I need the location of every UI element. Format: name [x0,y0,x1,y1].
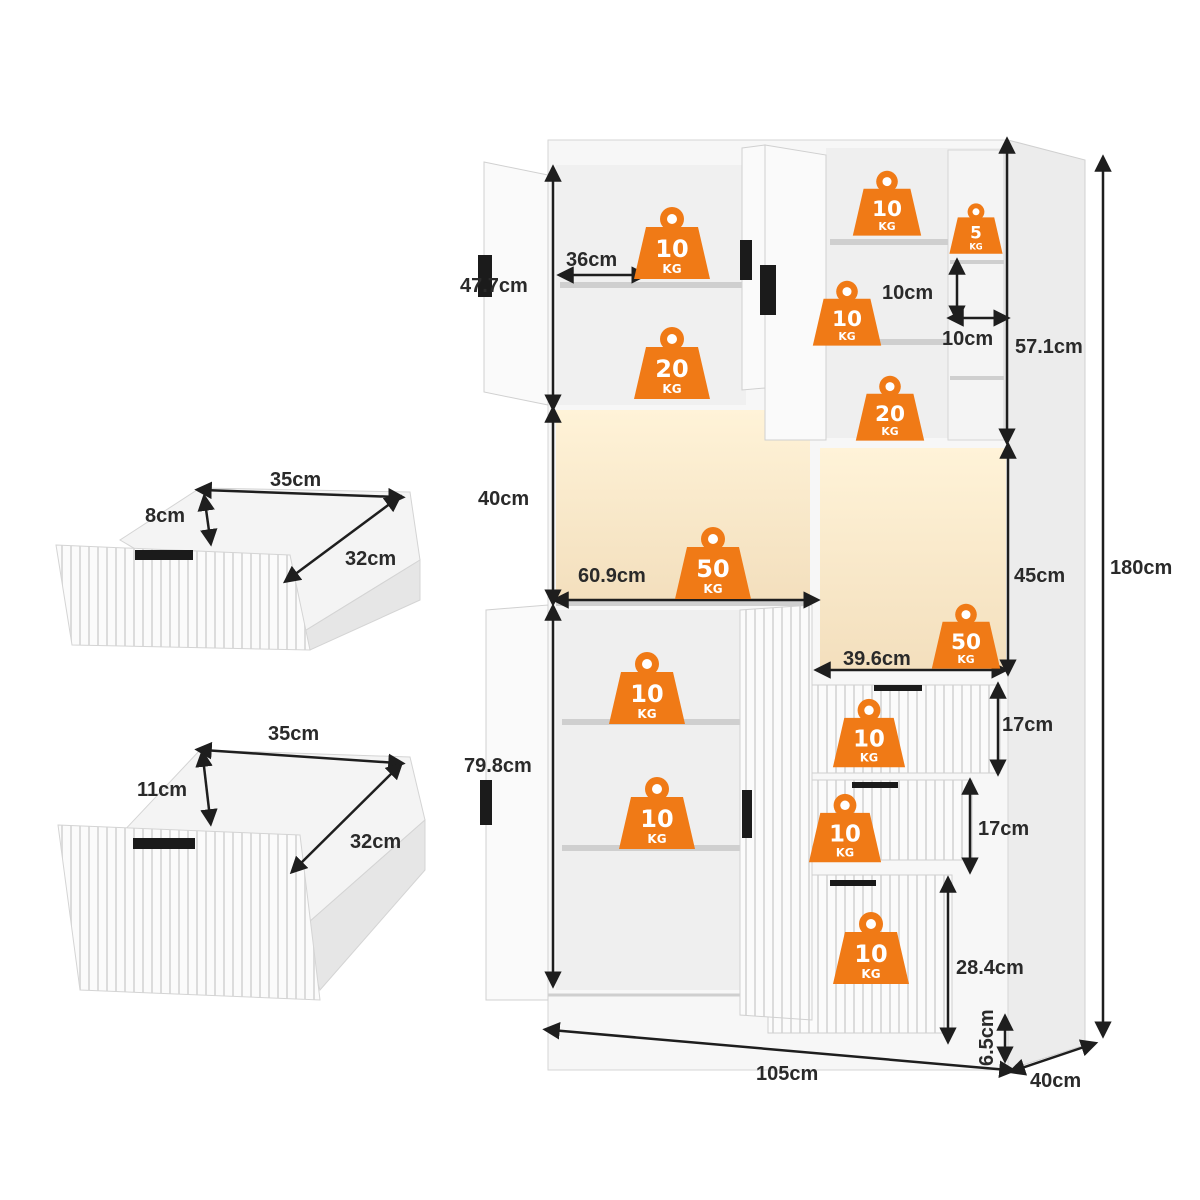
weight-value: 10 [854,940,887,968]
weight-unit: KG [881,425,898,438]
total-width-label: 105cm [756,1063,818,1085]
weight-value: 10 [853,726,885,752]
drawer-1-height-label: 17cm [1002,714,1053,736]
cabinet [478,139,1086,1071]
large-drawer-depth-label: 32cm [350,831,401,853]
total-depth-label: 40cm [1030,1070,1081,1092]
large-drawer-illustration [57,749,426,1001]
weight-value: 20 [875,402,905,427]
small-drawer-width-label: 35cm [270,469,321,491]
weight-value: 10 [829,821,861,847]
weight-value: 10 [630,680,663,708]
small-drawer-height-label: 8cm [145,505,185,527]
middle-right-width-label: 39.6cm [843,648,911,670]
drawer-3-height-label: 28.4cm [956,957,1024,979]
base-height-label: 6.5cm [976,1009,998,1066]
upper-right-height-label: 57.1cm [1015,336,1083,358]
middle-left-width-label: 60.9cm [578,565,646,587]
weight-value: 50 [951,630,981,655]
weight-value: 10 [832,307,862,332]
weight-value: 20 [655,355,688,383]
weight-unit: KG [662,262,681,276]
cubby-width-label: 10cm [942,328,993,350]
weight-unit: KG [969,242,982,252]
weight-unit: KG [662,382,681,396]
weight-unit: KG [957,653,974,666]
weight-unit: KG [861,967,880,981]
cubby-height-label: 10cm [882,282,933,304]
weight-unit: KG [878,220,895,233]
middle-left-height-label: 40cm [478,488,529,510]
weight-unit: KG [860,751,878,765]
weight-unit: KG [838,330,855,343]
weight-value: 50 [696,555,729,583]
large-drawer-width-label: 35cm [268,723,319,745]
weight-value: 10 [655,235,688,263]
lower-left-height-label: 79.8cm [464,755,532,777]
weight-unit: KG [703,582,722,596]
weight-unit: KG [647,832,666,846]
large-drawer-height-label: 11cm [137,779,187,801]
dimension-lines [194,136,1112,1078]
weight-value: 5 [970,222,982,242]
upper-left-shelf-width-label: 36cm [566,249,617,271]
weight-value: 10 [872,197,902,222]
middle-right-height-label: 45cm [1014,565,1065,587]
small-drawer-depth-label: 32cm [345,548,396,570]
weight-value: 10 [640,805,673,833]
weight-unit: KG [836,846,854,860]
drawer-2-height-label: 17cm [978,818,1029,840]
dimension-labels: 35cm 8cm 32cm 35cm 11cm 32cm 47.7cm 36cm… [137,249,1172,1092]
weight-unit: KG [637,707,656,721]
total-height-label: 180cm [1110,557,1172,579]
upper-left-height-label: 47.7cm [460,275,528,297]
weight-badge: 5KG [949,203,1003,254]
